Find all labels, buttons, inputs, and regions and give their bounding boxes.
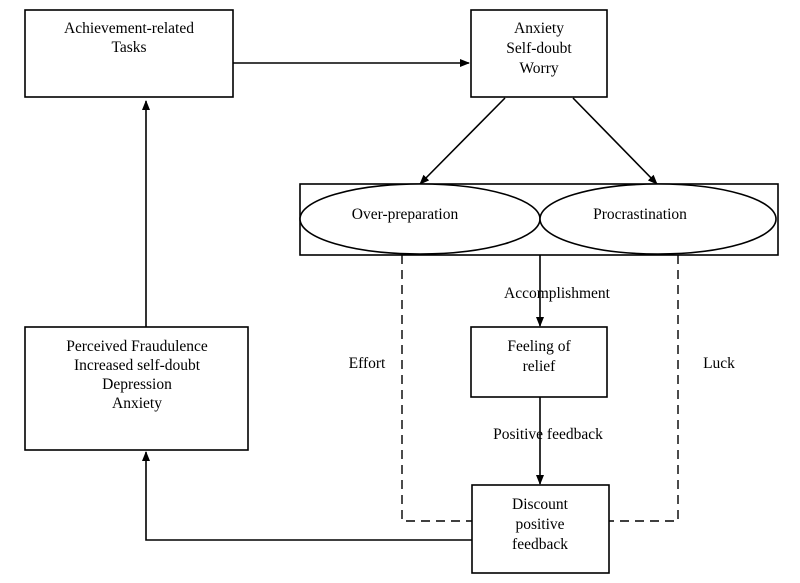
anxiety-label-line-3: Worry xyxy=(519,60,558,77)
fraudulence-box xyxy=(24,326,249,451)
procrastination-ellipse xyxy=(539,183,777,255)
effort-label: Effort xyxy=(349,355,386,372)
tasks-box xyxy=(24,9,234,98)
over-preparation-label: Over-preparation xyxy=(352,206,459,223)
fraudulence-label-line-2: Increased self-doubt xyxy=(74,357,201,374)
anxiety-box xyxy=(470,9,608,98)
discount-label-line-1: Discount xyxy=(512,496,569,513)
dashed-effort-path xyxy=(401,255,472,522)
anxiety-label-line-2: Self-doubt xyxy=(506,40,572,57)
arrow-anxiety-to-procrastination xyxy=(572,97,658,185)
procrastination-label: Procrastination xyxy=(593,206,687,223)
tasks-label-line-2: Tasks xyxy=(111,39,146,56)
arrow-anxiety-to-over-preparation xyxy=(419,97,506,185)
fraudulence-label-line-4: Anxiety xyxy=(112,395,162,412)
positive-feedback-label: Positive feedback xyxy=(493,426,603,443)
relief-label-line-2: relief xyxy=(523,358,557,375)
fraudulence-label-line-1: Perceived Fraudulence xyxy=(66,338,208,355)
discount-label-line-3: feedback xyxy=(512,536,568,553)
anxiety-label-line-1: Anxiety xyxy=(514,20,564,37)
discount-box xyxy=(471,484,610,574)
tasks-label-line-1: Achievement-related xyxy=(64,20,194,37)
accomplishment-label: Accomplishment xyxy=(504,285,611,302)
relief-box xyxy=(470,326,608,398)
luck-label: Luck xyxy=(703,355,735,372)
dashed-luck-path xyxy=(609,255,679,522)
discount-label-line-2: positive xyxy=(515,516,564,533)
arrow-discount-to-fraudulence xyxy=(142,451,472,541)
fraudulence-label-line-3: Depression xyxy=(102,376,172,393)
relief-label-line-1: Feeling of xyxy=(507,338,571,355)
